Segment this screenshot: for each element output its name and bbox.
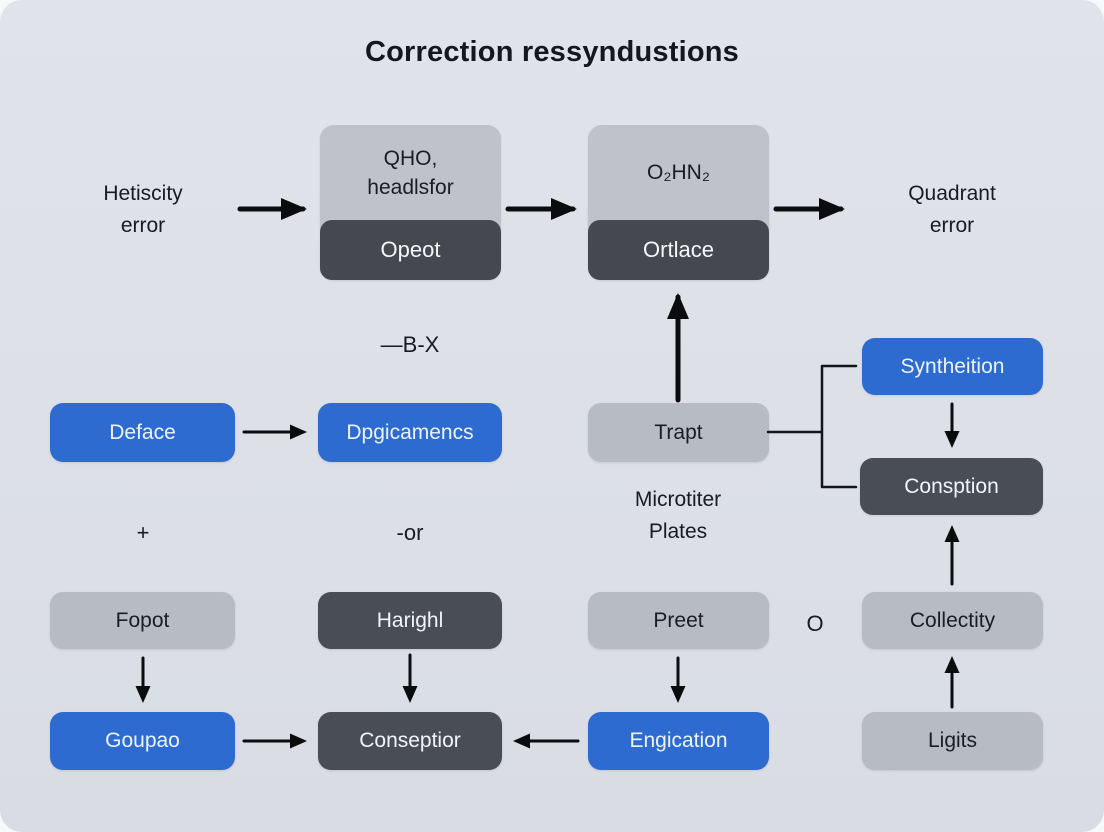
node-preet: Preet <box>588 592 769 649</box>
node-dpgicamencs: Dpgicamencs <box>318 403 502 462</box>
node-fopot: Fopot <box>50 592 235 649</box>
node-o2hn2-top-label: O₂HN₂ <box>647 161 710 185</box>
label-bx: —B-X <box>380 332 440 357</box>
node-ortlace-label: Ortlace <box>588 220 769 280</box>
label-o: O <box>806 611 824 636</box>
node-qho-opeot: QHO, headlsfor Opeot <box>320 125 501 280</box>
node-goupao: Goupao <box>50 712 235 770</box>
label-hetiscity-error: Hetiscity error <box>103 182 183 237</box>
node-consption: Consption <box>860 458 1043 515</box>
label-microtiter-plates: Microtiter Plates <box>634 488 722 543</box>
diagram-title: Correction ressyndustions <box>364 36 740 68</box>
label-quadrant-error: Quadrant error <box>908 182 996 237</box>
node-ligits: Ligits <box>862 712 1043 770</box>
node-deface: Deface <box>50 403 235 462</box>
node-harighl: Harighl <box>318 592 502 649</box>
label-or: -or <box>396 520 424 545</box>
node-collectity: Collectity <box>862 592 1043 649</box>
node-trapt: Trapt <box>588 403 769 462</box>
node-qho-top-label: QHO, headlsfor <box>367 147 454 199</box>
node-engication: Engication <box>588 712 769 770</box>
label-plus: + <box>136 520 150 545</box>
node-conseptior: Conseptior <box>318 712 502 770</box>
node-syntheition: Syntheition <box>862 338 1043 395</box>
node-opeot-label: Opeot <box>320 220 501 280</box>
node-o2hn2-ortlace: O₂HN₂ Ortlace <box>588 125 769 280</box>
